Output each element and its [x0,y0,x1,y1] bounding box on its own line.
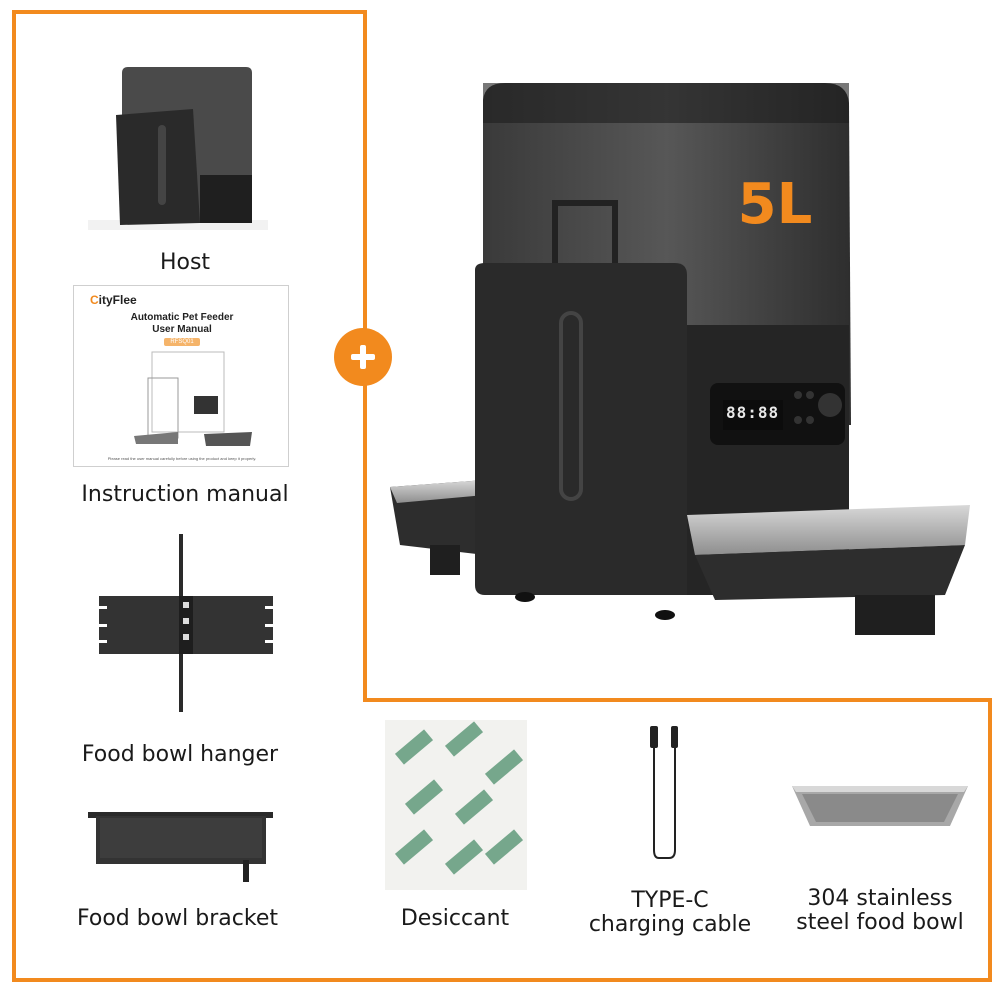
food-bowl-bracket-label: Food bowl bracket [77,906,278,931]
stainless-steel-bowl-label-line2: steel food bowl [796,910,964,935]
manual-feeder-sketch [134,351,252,446]
display-readout: 88:88 [726,403,780,422]
type-c-cable-label-line2: charging cable [588,912,752,937]
host-image [88,67,268,230]
manual-title-line1: Automatic Pet Feeder [130,312,234,323]
stainless-steel-bowl-label-line1: 304 stainless [807,886,953,911]
instruction-manual-label: Instruction manual [81,482,289,507]
manual-title-line2: User Manual [152,324,212,335]
type-c-cable-label-line1: TYPE-C [631,888,709,913]
pet-feeder-main-image: 5L [390,83,970,635]
manual-note: Please read the user manual carefully be… [107,456,257,461]
food-bowl-hanger-label: Food bowl hanger [81,742,279,767]
instruction-manual-image: CityFlee Automatic Pet Feeder User Manua… [73,285,289,467]
plus-icon [334,328,392,386]
desiccant-label: Desiccant [400,906,510,931]
manual-model-tag: RFSQ01 [164,338,200,346]
manual-brand: CityFlee [90,293,137,307]
host-label: Host [159,250,211,275]
capacity-badge: 5L [738,172,813,237]
desiccant-image [385,720,527,890]
food-bowl-hanger-image [99,534,273,712]
stainless-steel-bowl-image [792,786,968,826]
type-c-cable-image [650,726,678,859]
food-bowl-bracket-image [88,812,273,882]
